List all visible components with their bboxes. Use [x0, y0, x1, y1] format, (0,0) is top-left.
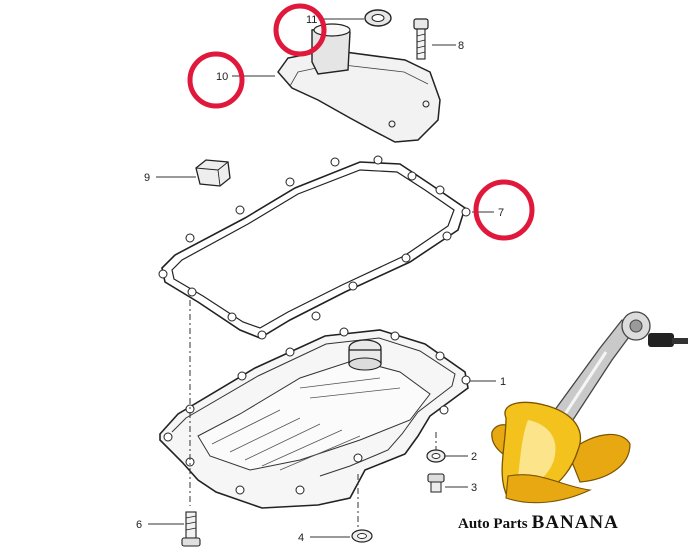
- rubber-plug-part: [195, 159, 231, 187]
- callout-10: 10: [216, 71, 228, 83]
- callout-7: 7: [498, 207, 504, 219]
- highlight-circle-7: [473, 179, 535, 241]
- brand-logo-text-big: BANANA: [531, 512, 619, 533]
- highlight-circles: [187, 3, 535, 241]
- callout-11: 11: [306, 14, 317, 26]
- washer-part-4: [351, 529, 373, 543]
- callout-3: 3: [471, 482, 477, 494]
- seal-ring-part: [364, 9, 392, 27]
- callout-1: 1: [500, 376, 506, 388]
- highlight-circle-11: [273, 3, 327, 57]
- highlight-circle-10: [187, 51, 245, 109]
- callout-2: 2: [471, 451, 477, 463]
- gasket-part: [158, 155, 471, 340]
- brand-logo-text: Auto Parts BANANA: [458, 512, 619, 534]
- drain-plug-part: [427, 473, 445, 493]
- callout-4: 4: [298, 532, 304, 544]
- callout-8: 8: [458, 40, 464, 52]
- bolt-part-bottom: [181, 511, 201, 547]
- assembly-guide-lines: [189, 300, 437, 528]
- bolt-part-top: [413, 18, 429, 60]
- callout-6: 6: [136, 519, 142, 531]
- washer-part-2: [426, 449, 446, 463]
- oil-filter-part: [277, 23, 441, 143]
- oil-pan-part: [159, 327, 471, 509]
- callout-9: 9: [144, 172, 150, 184]
- brand-logo-text-small: Auto Parts: [458, 516, 528, 532]
- brand-logo-graphic: [491, 311, 688, 504]
